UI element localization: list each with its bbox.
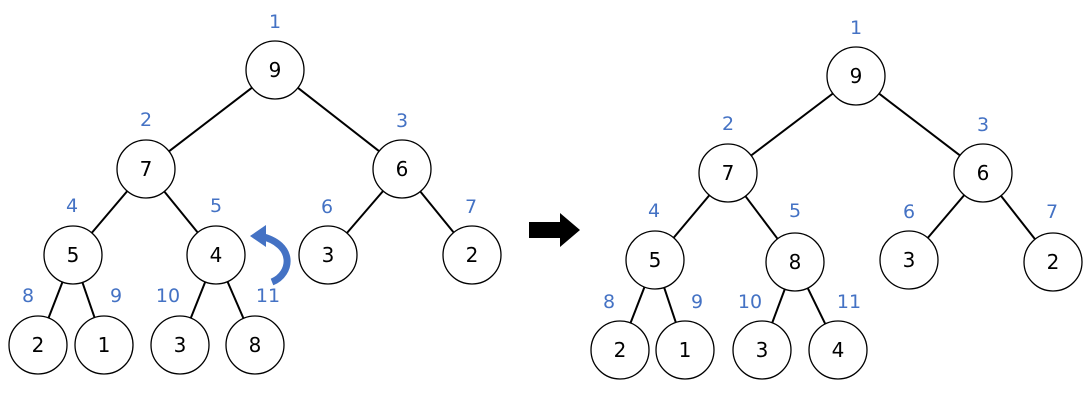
heap-index-label: 7 bbox=[465, 196, 477, 218]
tree-edge bbox=[663, 287, 677, 323]
heap-index-label: 2 bbox=[722, 113, 734, 135]
tree-edge bbox=[47, 281, 64, 319]
heap-index-label: 4 bbox=[648, 200, 660, 222]
heap-node-circle bbox=[590, 320, 650, 380]
heap-index-label: 8 bbox=[603, 291, 615, 313]
heap-index-label: 6 bbox=[903, 201, 915, 223]
heap-index-label: 1 bbox=[850, 17, 862, 39]
heap-index-label: 4 bbox=[66, 195, 78, 217]
tree-edge bbox=[297, 87, 380, 152]
heap-node-value: 6 bbox=[396, 157, 409, 181]
heap-node-value: 9 bbox=[850, 64, 863, 88]
heap-node-circle bbox=[186, 225, 246, 285]
tree-edge bbox=[346, 190, 384, 234]
heap-node-circle bbox=[655, 320, 715, 380]
heap-index-label: 10 bbox=[738, 291, 762, 313]
heap-node-circle bbox=[150, 315, 210, 375]
heap-node-circle bbox=[808, 320, 868, 380]
heap-node-value: 3 bbox=[174, 333, 187, 357]
heap-node-value: 7 bbox=[722, 161, 735, 185]
heap-node-value: 2 bbox=[1047, 250, 1060, 274]
heap-node-value: 4 bbox=[210, 243, 223, 267]
tree-edge bbox=[168, 86, 253, 153]
heap-node-circle bbox=[225, 315, 285, 375]
heap-node-circle bbox=[8, 315, 68, 375]
heap-node-circle bbox=[442, 225, 502, 285]
heap-node-circle bbox=[1023, 232, 1083, 292]
heap-node-value: 9 bbox=[269, 58, 282, 82]
tree-edge bbox=[419, 190, 455, 234]
heap-node-value: 3 bbox=[322, 243, 335, 267]
heap-node-value: 2 bbox=[466, 243, 479, 267]
tree-after: 9 1 7 2 6 3 5 4 8 5 3 6 2 7 2 8 1 9 3 10 4 11 bbox=[590, 17, 1083, 380]
heap-index-label: 11 bbox=[256, 285, 280, 307]
heap-node-circle bbox=[953, 143, 1013, 203]
tree-edge bbox=[771, 288, 786, 324]
tree-edge bbox=[189, 281, 207, 319]
tree-edge bbox=[91, 190, 128, 234]
heap-node-circle bbox=[625, 230, 685, 290]
heap-node-value: 6 bbox=[977, 161, 990, 185]
curved-swap-arrow-icon bbox=[250, 225, 291, 286]
heap-node-circle bbox=[732, 320, 792, 380]
heap-node-value: 8 bbox=[789, 250, 802, 274]
heap-index-label: 6 bbox=[321, 196, 333, 218]
tree-edge bbox=[744, 195, 779, 240]
tree-edge bbox=[806, 287, 827, 325]
heap-node-value: 1 bbox=[98, 333, 111, 357]
right-arrow-icon bbox=[529, 213, 580, 247]
heap-index-label: 1 bbox=[269, 11, 281, 33]
heap-node-circle bbox=[298, 225, 358, 285]
heap-index-label: 9 bbox=[110, 285, 122, 307]
heap-index-label: 9 bbox=[691, 291, 703, 313]
tree-edge bbox=[226, 281, 245, 319]
tree-edge bbox=[163, 190, 199, 234]
heap-index-label: 10 bbox=[156, 285, 180, 307]
heap-node-value: 2 bbox=[32, 333, 45, 357]
heap-index-label: 3 bbox=[396, 110, 408, 132]
heap-node-value: 2 bbox=[614, 338, 627, 362]
heap-node-value: 1 bbox=[679, 338, 692, 362]
heap-node-circle bbox=[765, 232, 825, 292]
heap-node-circle bbox=[245, 40, 305, 100]
heap-index-label: 5 bbox=[789, 200, 801, 222]
tree-edge bbox=[878, 92, 961, 157]
heap-node-circle bbox=[879, 230, 939, 290]
heap-node-circle bbox=[826, 46, 886, 106]
heap-node-value: 4 bbox=[832, 338, 845, 362]
heap-node-value: 3 bbox=[756, 338, 769, 362]
heap-node-value: 8 bbox=[249, 333, 262, 357]
heap-index-label: 2 bbox=[140, 109, 152, 131]
tree-edge bbox=[629, 286, 646, 324]
heap-node-circle bbox=[74, 315, 134, 375]
heap-node-value: 5 bbox=[67, 243, 80, 267]
heap-node-circle bbox=[372, 139, 432, 199]
heap-index-label: 8 bbox=[22, 285, 34, 307]
heap-node-value: 5 bbox=[649, 248, 662, 272]
heap-node-circle bbox=[43, 225, 103, 285]
heap-node-value: 3 bbox=[903, 248, 916, 272]
tree-edge bbox=[1000, 195, 1036, 240]
heap-node-circle bbox=[698, 143, 758, 203]
heap-index-label: 3 bbox=[977, 114, 989, 136]
tree-edge bbox=[750, 92, 834, 157]
heap-node-value: 7 bbox=[140, 157, 153, 181]
tree-edge bbox=[927, 194, 965, 239]
heap-index-label: 7 bbox=[1046, 201, 1058, 223]
tree-edge bbox=[672, 194, 711, 239]
heap-index-label: 5 bbox=[210, 195, 222, 217]
heap-node-circle bbox=[116, 139, 176, 199]
tree-before: 9 1 7 2 6 3 5 4 4 5 3 6 2 7 2 8 1 9 3 10 8 11 bbox=[8, 11, 502, 375]
heap-index-label: 11 bbox=[837, 291, 861, 313]
tree-edge bbox=[81, 282, 96, 318]
